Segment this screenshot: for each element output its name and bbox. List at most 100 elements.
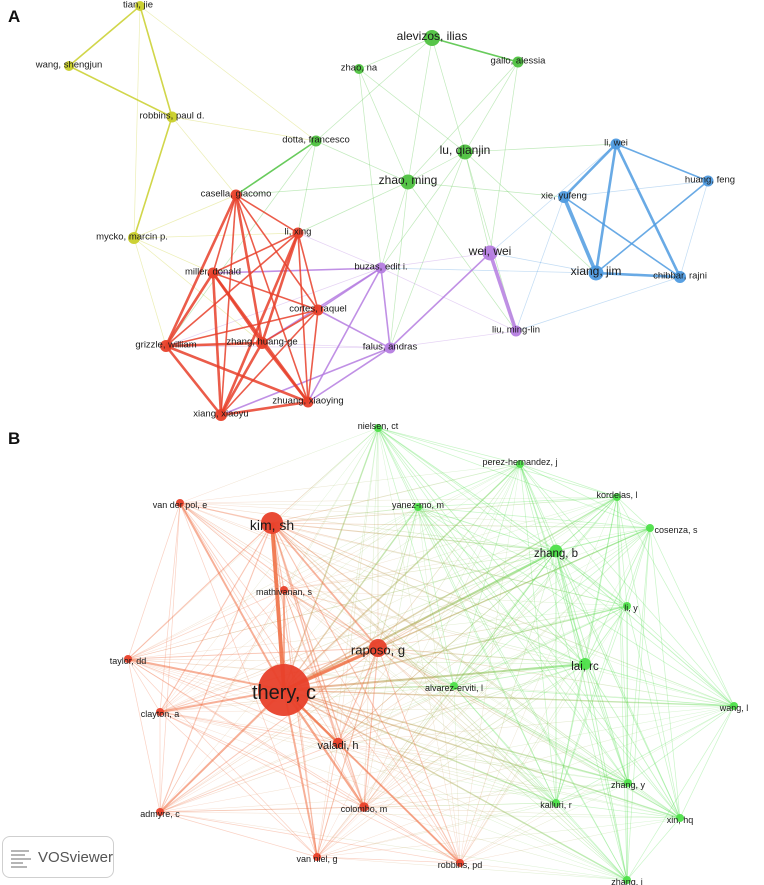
network-link: [271, 427, 379, 524]
network-node: [375, 262, 387, 274]
network-node: [280, 586, 288, 594]
network-node: [176, 499, 184, 507]
network-link: [317, 309, 391, 349]
network-link: [297, 232, 309, 403]
network-link: [431, 37, 466, 153]
network-link: [407, 181, 565, 198]
network-link: [235, 140, 317, 196]
network-link: [363, 806, 681, 819]
network-link: [377, 427, 651, 529]
network-link: [283, 589, 339, 744]
network-link: [133, 237, 263, 344]
network-link: [283, 589, 735, 707]
network-link: [337, 742, 629, 784]
network-node: [424, 30, 440, 46]
network-node: [135, 1, 145, 11]
network-link: [616, 496, 651, 529]
network-link: [127, 605, 628, 660]
network-link: [283, 689, 557, 804]
network-link: [417, 506, 651, 529]
node-label: kim, sh: [250, 517, 294, 533]
network-link: [260, 232, 300, 344]
network-link: [159, 711, 557, 804]
node-label: zhang, b: [534, 548, 578, 560]
network-node: [646, 524, 654, 532]
network-link: [316, 463, 521, 858]
network-link: [235, 194, 309, 403]
network-link: [453, 663, 586, 687]
network-link: [165, 344, 309, 404]
network-node: [450, 682, 458, 690]
network-link: [159, 711, 629, 784]
network-node: [215, 409, 227, 421]
network-link: [179, 502, 586, 665]
network-link: [317, 267, 382, 311]
network-link: [555, 550, 681, 819]
node-label: casella, giacomo: [201, 188, 272, 199]
network-link: [220, 194, 237, 416]
network-link: [363, 427, 379, 808]
network-link: [584, 605, 628, 665]
network-node: [258, 664, 310, 716]
node-label: xie, yufeng: [541, 190, 587, 201]
network-link: [377, 427, 618, 498]
network-link: [179, 502, 419, 508]
node-label: grizzle, william: [135, 339, 196, 350]
network-link: [159, 705, 735, 713]
network-link: [68, 5, 141, 67]
network-link: [271, 496, 618, 524]
network-link: [337, 527, 651, 744]
network-link: [363, 496, 618, 808]
network-link: [159, 522, 273, 713]
network-link: [261, 309, 319, 344]
network-link: [159, 705, 735, 813]
network-link: [127, 658, 681, 819]
network-link: [377, 647, 629, 784]
network-link: [179, 502, 629, 784]
network-link: [464, 151, 597, 274]
network-link: [127, 658, 161, 713]
network-link: [159, 663, 586, 813]
network-link: [380, 181, 409, 269]
network-link: [453, 463, 521, 687]
network-link: [283, 496, 618, 591]
node-label: miller, donald: [185, 266, 241, 277]
node-label: robbins, pd: [438, 860, 483, 870]
network-link: [307, 309, 319, 403]
node-label: zhao, ming: [379, 173, 438, 187]
network-link: [380, 151, 466, 269]
network-link: [417, 463, 521, 508]
network-link: [283, 527, 651, 591]
network-node: [332, 737, 344, 749]
network-node: [579, 658, 591, 670]
network-link: [316, 663, 586, 858]
network-link: [464, 151, 491, 254]
network-link: [555, 802, 681, 819]
network-link: [679, 705, 735, 819]
network-node: [558, 191, 570, 203]
network-link: [283, 463, 521, 691]
network-node: [456, 859, 464, 867]
network-link: [271, 522, 461, 864]
network-link: [316, 856, 628, 881]
network-link: [649, 527, 735, 707]
network-link: [519, 463, 681, 819]
network-link: [179, 502, 681, 819]
network-link: [307, 267, 382, 403]
network-node: [166, 111, 178, 123]
network-link: [235, 194, 319, 311]
network-link: [377, 647, 586, 665]
network-link: [127, 647, 379, 660]
network-link: [127, 502, 181, 660]
network-link: [380, 267, 597, 274]
network-node: [482, 245, 498, 261]
network-link: [235, 181, 409, 196]
network-link: [271, 522, 651, 529]
node-label: admyre, c: [140, 809, 180, 819]
network-node: [613, 493, 621, 501]
network-link: [139, 5, 317, 142]
network-link: [271, 463, 521, 524]
node-label: tian, jie: [123, 0, 153, 10]
network-node: [156, 708, 164, 716]
